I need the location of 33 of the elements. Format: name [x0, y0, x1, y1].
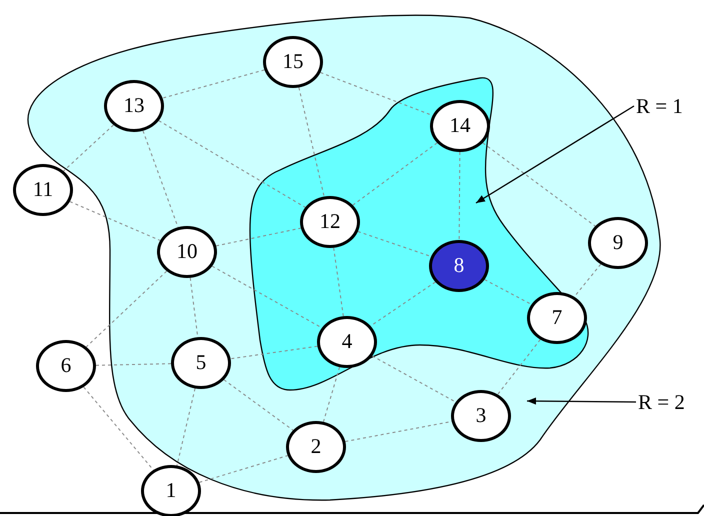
- link-line: [223, 379, 294, 431]
- leader-arrow: [527, 397, 636, 405]
- link-line: [333, 247, 344, 317]
- link-line: [83, 386, 154, 470]
- link-line: [482, 142, 596, 227]
- leader-arrow: [476, 105, 634, 204]
- link-line: [158, 120, 306, 208]
- link-line: [370, 282, 436, 326]
- node-circle: 11: [13, 164, 73, 216]
- node-circle: 1: [141, 465, 201, 516]
- link-line: [298, 87, 325, 197]
- link-line: [162, 69, 265, 99]
- link-line: [212, 266, 322, 328]
- link-line: [63, 124, 114, 172]
- link-line: [230, 346, 318, 360]
- link-line: [574, 264, 602, 298]
- link-line: [96, 363, 172, 366]
- node-circle: 6: [36, 340, 96, 392]
- link-line: [142, 130, 178, 228]
- link-line: [357, 231, 432, 257]
- link-line: [352, 142, 438, 206]
- region-label: R = 1: [636, 92, 683, 120]
- link-line: [484, 279, 532, 305]
- link-line: [176, 388, 196, 466]
- link-line: [216, 228, 302, 246]
- link-line: [372, 355, 456, 403]
- link-line: [497, 339, 541, 395]
- link-line: [322, 366, 340, 422]
- link-line: [86, 270, 168, 348]
- link-line: [69, 201, 161, 241]
- link-line: [458, 152, 460, 240]
- region-label: R = 2: [638, 388, 685, 416]
- link-line: [198, 455, 288, 483]
